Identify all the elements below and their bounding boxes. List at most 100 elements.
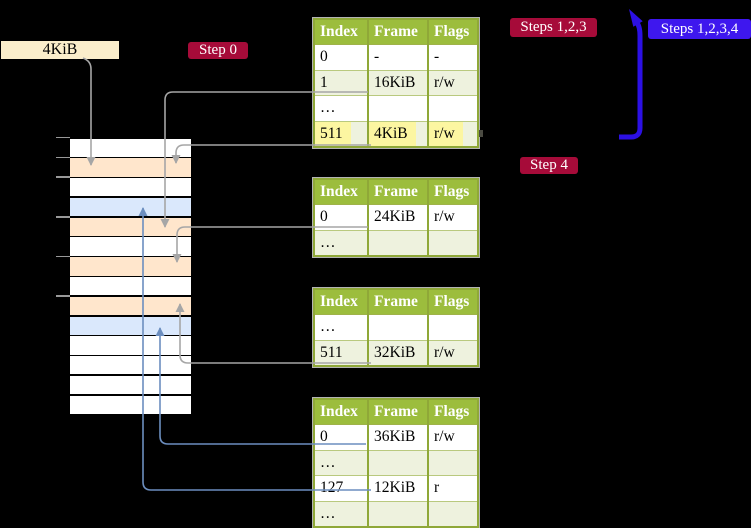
memory-frame-row (70, 356, 191, 375)
recursive-loop-arrowhead (629, 9, 643, 27)
memory-frame-row (70, 316, 191, 335)
table-cell: 16KiB (368, 70, 429, 96)
table-cell: r/w (428, 70, 478, 96)
recursive-loop-arrow (619, 20, 643, 140)
column-header: Flags (428, 179, 478, 205)
table-cell (368, 501, 429, 527)
table-cell: r/w (428, 424, 478, 451)
column-header: Index (314, 179, 369, 205)
table-cell: 24KiB (368, 204, 429, 231)
table-cell: 511 (314, 121, 369, 147)
memory-frame-row (70, 237, 191, 256)
memory-frame-row (70, 138, 191, 157)
frame-boundary-tick (56, 136, 70, 139)
table-cell: … (314, 450, 369, 476)
table-cell: 127 (314, 475, 369, 502)
table-cell: 36KiB (368, 424, 429, 451)
step0-label: Step 0 (188, 42, 248, 59)
column-header: Flags (428, 399, 478, 425)
memory-frame-row (70, 217, 191, 237)
table-cell: r/w (428, 121, 478, 147)
highlighted-value: r/w (429, 121, 463, 146)
memory-frame-row (70, 257, 191, 276)
table-cell (428, 95, 478, 122)
table-row: … (314, 450, 478, 476)
table-cell: - (368, 44, 429, 71)
table-row: 511 4KiB r/w (314, 121, 478, 147)
column-header: Flags (428, 289, 478, 315)
frame-boundary-tick (56, 156, 70, 159)
highlighted-value: 4KiB (369, 121, 416, 146)
table-row: … (314, 501, 478, 527)
memory-strip (70, 138, 191, 415)
steps-1-2-3-4-label: Steps 1,2,3,4 (648, 19, 751, 39)
table-cell: … (314, 501, 369, 527)
table-cell (368, 230, 429, 256)
memory-frame-row (70, 197, 191, 217)
memory-frame-row (70, 158, 191, 177)
memory-frame-row (70, 178, 191, 197)
table-cell: 0 (314, 204, 369, 231)
column-header: Index (314, 289, 369, 315)
table-cell: r/w (428, 340, 478, 366)
table-cell (428, 501, 478, 527)
table-cell (428, 314, 478, 341)
table-cell: - (428, 44, 478, 71)
highlighted-value: 511 (315, 121, 351, 146)
table-cell: … (314, 230, 369, 256)
table-cell (368, 314, 429, 341)
column-header: Frame (368, 19, 429, 45)
table-cell: 32KiB (368, 340, 429, 366)
table-cell: 4KiB (368, 121, 429, 147)
table-cell: … (314, 95, 369, 122)
table-cell (368, 95, 429, 122)
table-row: … (314, 230, 478, 256)
column-header: Frame (368, 179, 429, 205)
column-header: Frame (368, 289, 429, 315)
table-cell: r (428, 475, 478, 502)
frame-boundary-tick (56, 216, 70, 218)
frame-boundary-tick (56, 176, 70, 178)
table-cell: 0 (314, 424, 369, 451)
frame-boundary-tick (56, 295, 70, 297)
table-cell (428, 230, 478, 256)
table-row: … (314, 95, 478, 122)
table-cell: r/w (428, 204, 478, 231)
memory-frame-row (70, 395, 191, 415)
memory-frame-row (70, 296, 191, 316)
table-row: … (314, 314, 478, 341)
frame-boundary-tick (56, 255, 70, 258)
table-cell: 0 (314, 44, 369, 71)
table-cell: 12KiB (368, 475, 429, 502)
table-cell (368, 450, 429, 476)
table-cell (428, 450, 478, 476)
table-cell: 1 (314, 70, 369, 96)
column-header: Flags (428, 19, 478, 45)
table-cell: … (314, 314, 369, 341)
table-row: 0-- (314, 44, 478, 71)
memory-frame-row (70, 375, 191, 395)
frame-size-label: 4KiB (1, 41, 119, 59)
arrow-stub (479, 130, 483, 137)
column-header: Frame (368, 399, 429, 425)
step4-label: Step 4 (520, 157, 578, 174)
memory-frame-row (70, 336, 191, 355)
memory-frame-row (70, 276, 191, 296)
column-header: Index (314, 399, 369, 425)
table-cell: 511 (314, 340, 369, 366)
column-header: Index (314, 19, 369, 45)
